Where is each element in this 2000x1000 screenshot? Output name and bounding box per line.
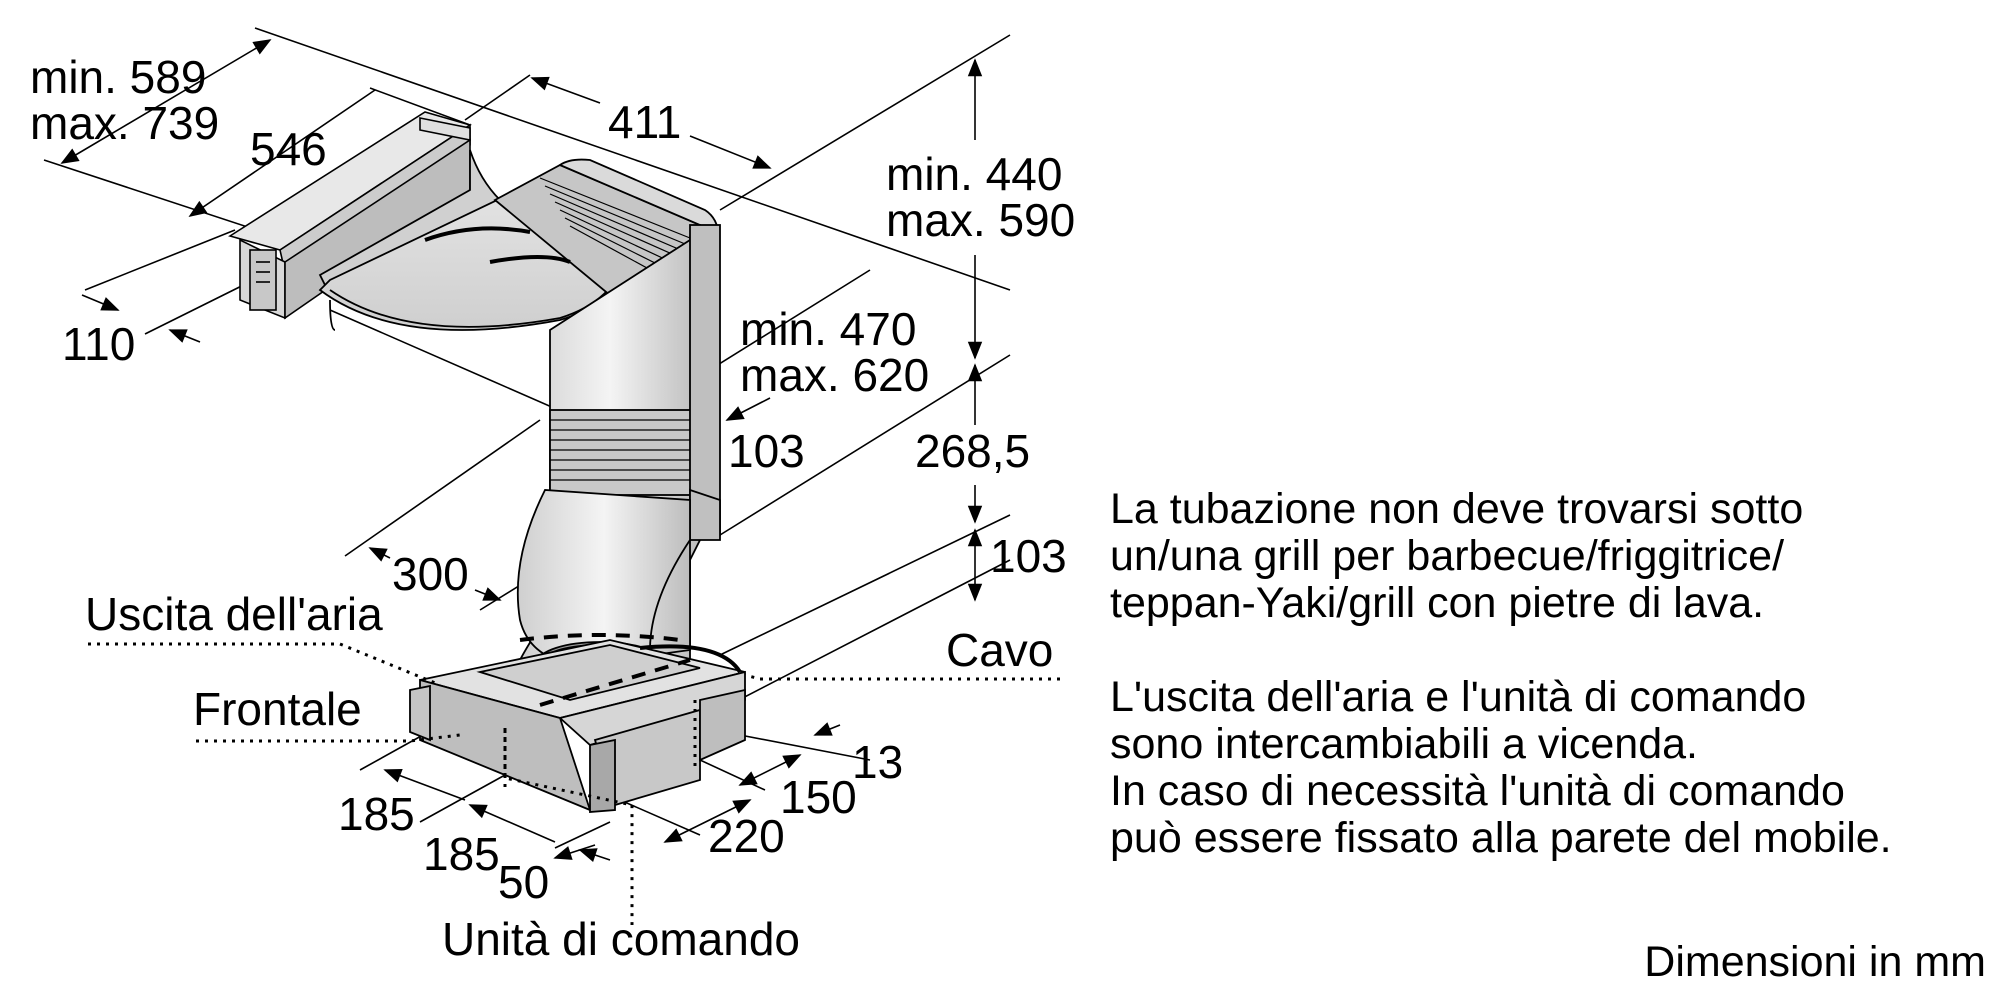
control-unit-label: Unità di comando <box>442 913 800 965</box>
info-line: può essere fissato alla parete del mobil… <box>1110 814 1892 862</box>
cable-label: Cavo <box>946 624 1053 676</box>
units-footnote: Dimensioni in mm <box>1644 938 1986 986</box>
hood-thickness-label: 110 <box>62 318 135 370</box>
air-outlet-label: Uscita dell'aria <box>85 588 383 640</box>
duct-depth-label: 103 <box>728 425 805 477</box>
hood-height-min-label: min. 440 <box>886 148 1062 200</box>
box-height-label: 103 <box>990 530 1067 582</box>
duct-length-max-label: max. 620 <box>740 349 929 401</box>
info-line: sono intercambiabili a vicenda. <box>1110 720 1698 768</box>
warning-note: La tubazione non deve trovarsi sotto un/… <box>1110 486 1803 627</box>
control-depth-label: 220 <box>708 810 785 862</box>
info-line: In caso di necessità l'unità di comando <box>1110 767 1845 815</box>
hidden-lines <box>519 633 691 707</box>
info-note: L'uscita dell'aria e l'unità di comando … <box>1110 674 1892 862</box>
vertical-duct <box>516 224 721 683</box>
warning-line: un/una grill per barbecue/friggitrice/ <box>1110 532 1785 580</box>
callout-leaders <box>88 642 1060 925</box>
duct-width-label: 411 <box>608 96 681 148</box>
front-label: Frontale <box>193 683 362 735</box>
hood-depth-label: 546 <box>250 123 327 175</box>
control-width-label: 150 <box>780 771 857 823</box>
cable-gap-label: 13 <box>852 736 903 788</box>
dimension-labels: min. 589 max. 739 546 411 min. 440 max. … <box>30 51 1075 965</box>
hood-width-max-label: max. 739 <box>30 97 219 149</box>
warning-line: teppan-Yaki/grill con pietre di lava. <box>1110 579 1765 627</box>
hood-width-min-label: min. 589 <box>30 51 206 103</box>
bottom-box <box>409 639 746 813</box>
duct-offset-label: 300 <box>392 548 469 600</box>
front-gap-label: 50 <box>498 856 549 908</box>
hood-height-max-label: max. 590 <box>886 194 1075 246</box>
info-line: L'uscita dell'aria e l'unità di comando <box>1110 673 1807 721</box>
warning-line: La tubazione non deve trovarsi sotto <box>1110 485 1804 533</box>
front-right-label: 185 <box>423 828 500 880</box>
front-left-label: 185 <box>338 788 415 840</box>
offset-height-label: 268,5 <box>915 425 1030 477</box>
duct-length-min-label: min. 470 <box>740 303 916 355</box>
